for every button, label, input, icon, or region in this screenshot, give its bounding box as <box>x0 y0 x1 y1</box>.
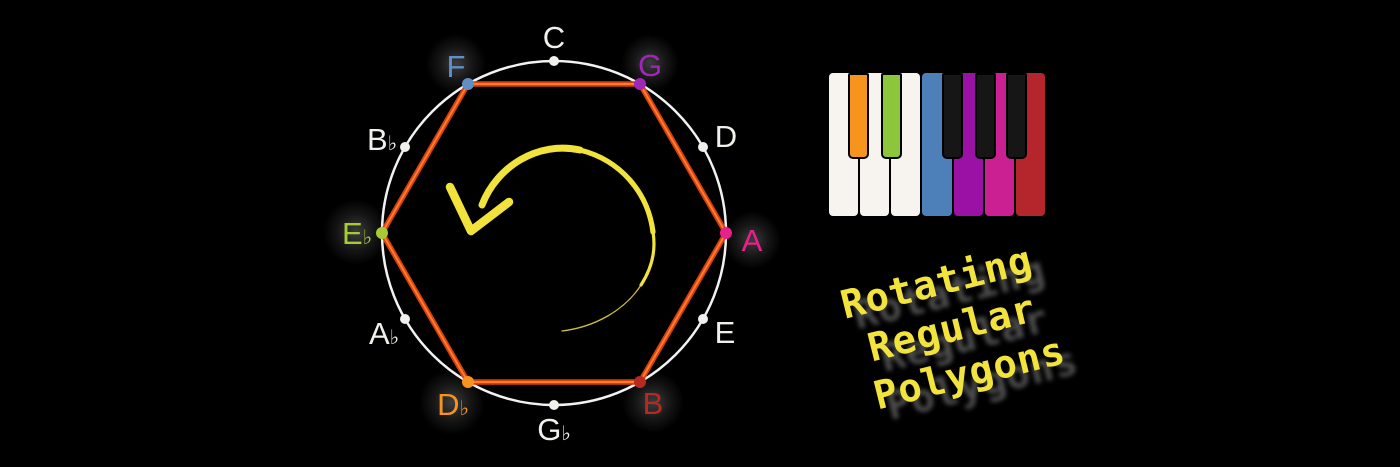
note-dot-D <box>698 142 708 152</box>
note-dot-C <box>549 56 559 66</box>
note-label-Eb: E♭ <box>342 216 372 251</box>
note-label-Bb: B♭ <box>367 122 397 157</box>
arrow-tail <box>561 284 642 332</box>
note-label-D: D <box>715 119 737 154</box>
arrow-arc <box>478 144 584 209</box>
note-dot-B <box>634 376 646 388</box>
note-dot-A <box>720 227 732 239</box>
piano-key-Gb <box>942 73 963 159</box>
note-label-Gb: G♭ <box>537 412 571 447</box>
rotation-arrow-icon <box>445 144 656 332</box>
note-dot-Gb <box>549 400 559 410</box>
note-dot-Eb <box>376 227 388 239</box>
note-label-Ab: A♭ <box>369 316 399 351</box>
piano-key-Ab <box>975 73 996 159</box>
hexagon-polygon-highlight <box>381 83 727 383</box>
piano-key-Eb <box>881 73 902 159</box>
arrow-arc <box>577 147 656 235</box>
note-label-E: E <box>715 315 736 350</box>
label-halo-A <box>723 211 781 269</box>
piano-keyboard <box>829 73 1045 216</box>
note-dot-E <box>698 314 708 324</box>
hexagon-polygon <box>379 81 729 385</box>
note-label-F: F <box>447 49 466 84</box>
label-halo-Eb <box>323 199 389 265</box>
note-dot-F <box>462 78 474 90</box>
note-label-Db: D♭ <box>437 387 469 422</box>
note-dot-Ab <box>400 314 410 324</box>
note-label-C: C <box>543 20 565 55</box>
piano-key-Bb <box>1006 73 1027 159</box>
arrow-arc <box>639 230 656 287</box>
note-dot-Db <box>462 376 474 388</box>
pitch-circle <box>380 59 728 407</box>
piano-key-Db <box>848 73 869 159</box>
arrow-head <box>445 182 514 236</box>
note-dot-Bb <box>400 142 410 152</box>
note-label-A: A <box>742 223 763 258</box>
label-halo-G <box>621 34 679 92</box>
note-dot-G <box>634 78 646 90</box>
note-label-B: B <box>643 386 664 421</box>
note-label-G: G <box>638 48 662 83</box>
